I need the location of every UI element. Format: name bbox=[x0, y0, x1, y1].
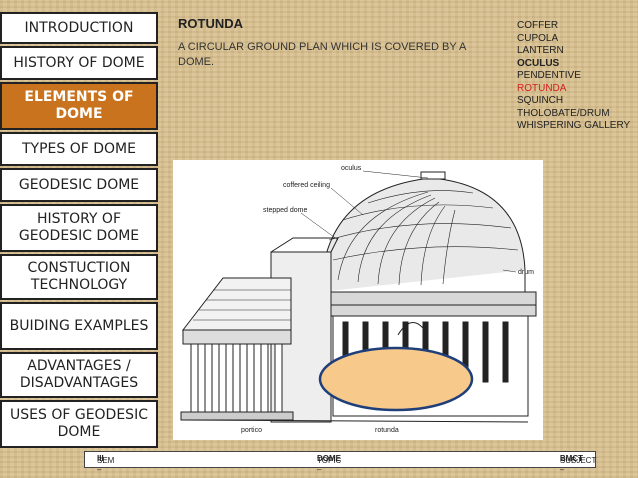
footer-bar: SEM – III TOPIC – DOME SUBJECT – BMCT bbox=[84, 451, 596, 474]
footer-topic-value: DOME bbox=[317, 454, 341, 463]
term-coffer: COFFER bbox=[517, 20, 559, 31]
nav-label: TYPES OF DOME bbox=[22, 140, 136, 157]
nav-label: HISTORY OF DOME bbox=[13, 54, 145, 71]
footer-topic-prefix: TOPIC – bbox=[317, 456, 342, 474]
label-drum: drum bbox=[518, 269, 534, 276]
term-tholobate-drum: THOLOBATE/DRUM bbox=[517, 107, 610, 119]
nav-history-of-dome[interactable]: HISTORY OF DOME bbox=[0, 46, 158, 80]
term-pendentive: PENDENTIVE bbox=[517, 70, 581, 81]
terms-list: COFFER CUPOLA LANTERN OCULUS PENDENTIVE … bbox=[517, 20, 637, 133]
label-portico: portico bbox=[241, 427, 262, 434]
nav-label: USES OF GEODESIC DOME bbox=[10, 407, 148, 440]
nav-building-examples[interactable]: BUIDING EXAMPLES bbox=[0, 302, 158, 350]
nav-uses-of-geodesic-dome[interactable]: USES OF GEODESIC DOME bbox=[0, 400, 158, 448]
footer-subject-value: BMCT bbox=[559, 454, 583, 463]
footer-sem-prefix: SEM – bbox=[97, 456, 115, 474]
label-coffered-ceiling: coffered ceiling bbox=[283, 182, 330, 189]
slide-title: ROTUNDA bbox=[178, 16, 243, 31]
term-rotunda: ROTUNDA bbox=[517, 82, 567, 94]
label-stepped-dome: stepped dome bbox=[263, 207, 307, 214]
pantheon-drawing: oculus coffered ceiling stepped dome dru… bbox=[180, 165, 537, 434]
nav-types-of-dome[interactable]: TYPES OF DOME bbox=[0, 132, 158, 166]
rotunda-highlight bbox=[318, 346, 474, 412]
label-oculus: oculus bbox=[341, 165, 362, 172]
term-lantern: LANTERN bbox=[517, 45, 564, 56]
nav-label: HISTORY OF GEODESIC DOME bbox=[18, 211, 140, 244]
label-rotunda: rotunda bbox=[375, 427, 399, 434]
nav-construction-technology[interactable]: CONSTUCTION TECHNOLOGY bbox=[0, 254, 158, 300]
term-oculus: OCULUS bbox=[517, 57, 560, 69]
nav-label: BUIDING EXAMPLES bbox=[9, 317, 149, 334]
nav-label: ELEMENTS OF DOME bbox=[24, 89, 134, 122]
footer-topic: TOPIC – DOME bbox=[317, 454, 341, 474]
nav-introduction[interactable]: INTRODUCTION bbox=[0, 12, 158, 44]
nav-history-of-geodesic-dome[interactable]: HISTORY OF GEODESIC DOME bbox=[0, 204, 158, 252]
term-cupola: CUPOLA bbox=[517, 32, 559, 44]
nav-label: INTRODUCTION bbox=[24, 19, 134, 36]
footer-subject: SUBJECT – BMCT bbox=[559, 454, 596, 474]
slide-description: A CIRCULAR GROUND PLAN WHICH IS COVERED … bbox=[178, 41, 466, 68]
term-whispering-gallery: WHISPERING GALLERY bbox=[517, 120, 631, 131]
nav-label: CONSTUCTION TECHNOLOGY bbox=[27, 260, 131, 293]
pantheon-cutaway-illustration: oculus coffered ceiling stepped dome dru… bbox=[173, 160, 543, 440]
footer-subject-prefix: SUBJECT – bbox=[559, 456, 597, 474]
nav-geodesic-dome[interactable]: GEODESIC DOME bbox=[0, 168, 158, 202]
nav-advantages-disadvantages[interactable]: ADVANTAGES / DISADVANTAGES bbox=[0, 352, 158, 398]
nav-elements-of-dome[interactable]: ELEMENTS OF DOME bbox=[0, 82, 158, 130]
term-squinch: SQUINCH bbox=[517, 95, 564, 106]
sidebar-nav: INTRODUCTION HISTORY OF DOME ELEMENTS OF… bbox=[0, 12, 158, 450]
footer-sem-value: III bbox=[97, 454, 104, 463]
footer-sem: SEM – III bbox=[97, 454, 114, 474]
nav-label: GEODESIC DOME bbox=[18, 176, 140, 193]
nav-label: ADVANTAGES / DISADVANTAGES bbox=[19, 358, 139, 391]
